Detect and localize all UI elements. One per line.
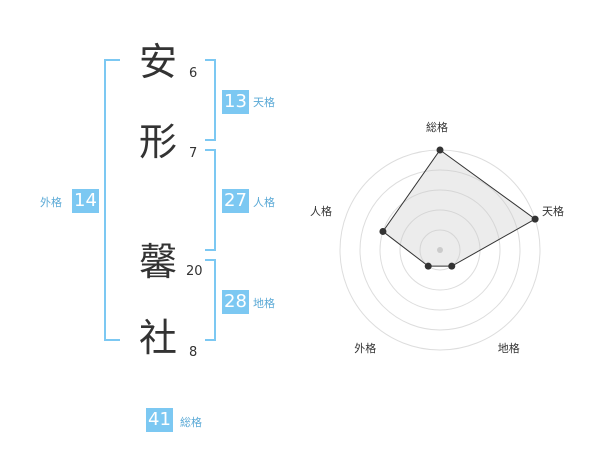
stroke-count-4: 8 [189, 345, 198, 360]
radar-ring-3 [379, 189, 501, 311]
gaikaku-label: 外格 [40, 196, 62, 209]
stroke-count-1: 6 [189, 66, 198, 81]
radar-point-1 [436, 146, 444, 154]
radar-polygon [382, 149, 537, 267]
radar-ring-4 [359, 169, 521, 331]
soukaku-label: 総格 [180, 416, 202, 429]
radar-axis-label-2: 天格 [542, 205, 565, 219]
tenkaku-value-badge: 13 [222, 90, 249, 114]
name-char-1: 安 [138, 40, 177, 84]
jinkaku-label: 人格 [253, 196, 275, 209]
tenkaku-bracket [205, 59, 216, 141]
gaikaku-bracket [104, 59, 120, 341]
name-char-2: 形 [138, 120, 177, 164]
radar-axis-label-1: 総格 [426, 121, 448, 134]
name-char-4: 社 [138, 316, 177, 360]
gaikaku-value-badge: 14 [72, 189, 99, 213]
chikaku-bracket [205, 259, 216, 341]
chikaku-label: 地格 [253, 297, 275, 310]
jinkaku-bracket [205, 149, 216, 251]
radar-point-3 [448, 262, 456, 270]
radar-ring-1 [419, 229, 461, 271]
soukaku-value-badge: 41 [146, 408, 173, 432]
radar-point-2 [531, 215, 539, 223]
radar-center-dot [437, 247, 443, 253]
radar-axis-label-5: 人格 [309, 205, 332, 219]
radar-point-5 [379, 227, 387, 235]
chikaku-value-badge: 28 [222, 290, 249, 314]
stroke-count-3: 20 [186, 264, 203, 279]
radar-axis-label-4: 外格 [354, 341, 377, 355]
radar-axis-label-3: 地格 [497, 341, 520, 355]
tenkaku-label: 天格 [253, 96, 275, 109]
radar-point-4 [424, 262, 432, 270]
name-char-3: 馨 [138, 240, 177, 284]
stroke-count-2: 7 [189, 146, 198, 161]
jinkaku-value-badge: 27 [222, 189, 249, 213]
